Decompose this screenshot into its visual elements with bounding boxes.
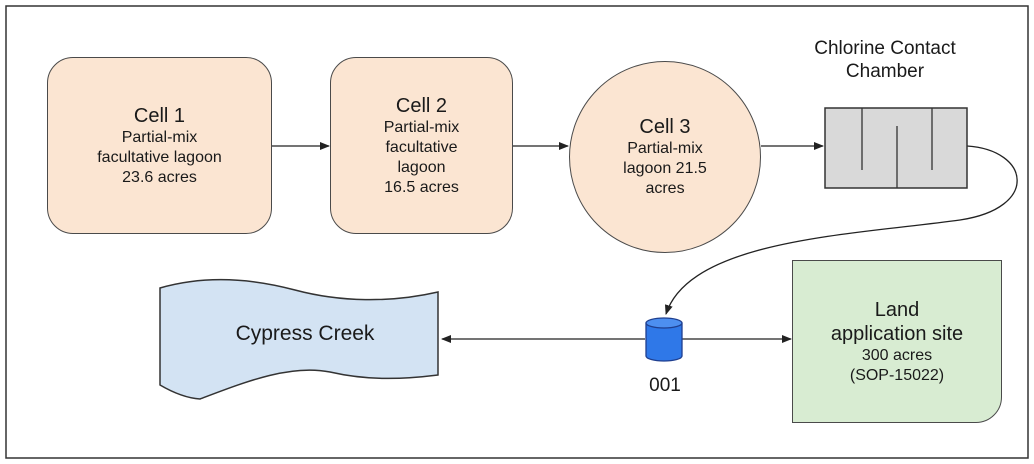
cell-3-line3: acres — [645, 180, 685, 197]
chlorine-contact-chamber-label: Chlorine Contact Chamber — [780, 37, 990, 83]
chamber-label-line1: Chlorine Contact — [814, 38, 956, 59]
cell-2-line2: facultative — [385, 138, 458, 156]
cypress-creek: Cypress Creek — [170, 290, 440, 376]
cell-2-line4: 16.5 acres — [384, 178, 459, 196]
cell-1-line3: 23.6 acres — [122, 168, 197, 186]
cell-2-lagoon: Cell 2 Partial-mix facultative lagoon 16… — [330, 57, 513, 234]
cell-3-line2: lagoon 21.5 — [623, 160, 707, 177]
arrow-chamber-to-outfall — [664, 145, 1018, 315]
cell-1-line2: facultative lagoon — [97, 148, 222, 166]
cell-3-line1: Partial-mix — [627, 140, 703, 157]
cell-2-line1: Partial-mix — [383, 118, 460, 136]
chamber-label-line2: Chamber — [845, 61, 925, 82]
cypress-creek-label: Cypress Creek — [235, 321, 375, 345]
cell-1-line1: Partial-mix — [121, 128, 198, 146]
land-line1: Land — [874, 298, 920, 321]
chlorine-contact-chamber — [824, 107, 968, 189]
outfall-cylinder-icon — [645, 317, 683, 362]
cell-3-title: Cell 3 — [639, 116, 691, 138]
cell-2-title: Cell 2 — [395, 94, 448, 117]
land-line3: 300 acres — [861, 346, 933, 364]
diagram-border — [5, 5, 1029, 459]
cypress-creek-shape — [159, 278, 439, 400]
outfall-label: 001 — [649, 375, 681, 396]
land-application-site: Land application site 300 acres (SOP-150… — [792, 260, 1002, 423]
cell-1-title: Cell 1 — [133, 104, 186, 127]
land-line2: application site — [830, 322, 964, 345]
cell-2-line3: lagoon — [397, 158, 446, 176]
cell-1-lagoon: Cell 1 Partial-mix facultative lagoon 23… — [47, 57, 272, 234]
land-line4: (SOP-15022) — [849, 366, 945, 384]
cell-3-lagoon: Cell 3 Partial-mix lagoon 21.5 acres — [569, 61, 761, 253]
